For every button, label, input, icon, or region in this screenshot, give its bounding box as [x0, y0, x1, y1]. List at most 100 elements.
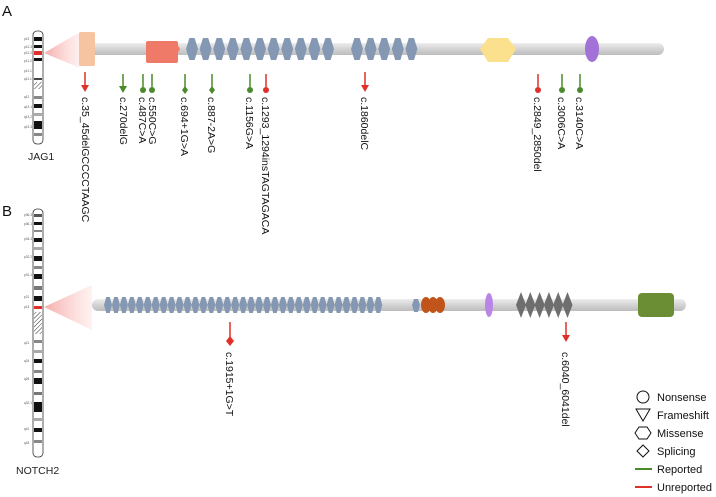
egf-repeat: [342, 297, 351, 313]
mutation-label: c.3140C>A: [573, 97, 585, 149]
jag1-mutation-2: c.270delG: [117, 74, 129, 145]
egf-repeat: [104, 297, 112, 313]
egf-repeat: [175, 297, 184, 313]
egf-repeat: [151, 297, 160, 313]
egf-repeat: [294, 38, 307, 60]
notch2-lnr-repeats: [421, 297, 445, 313]
jag1-mutation-6: c.887-2A>G: [205, 74, 217, 153]
egf-repeat: [183, 297, 192, 313]
legend-label: Unreported: [657, 482, 712, 494]
nonsense-marker-icon: [263, 87, 269, 93]
egf-repeat: [286, 297, 295, 313]
jag1-transmembrane-domain: [585, 36, 599, 62]
egf-repeat: [267, 38, 280, 60]
jag1-mutation-12: c.3140C>A: [573, 74, 585, 149]
notch2-ankyrin-repeats: [516, 292, 573, 318]
egf-repeat: [278, 297, 287, 313]
legend: Nonsense Frameshift Missense Splicing Re…: [634, 390, 712, 494]
egf-repeat: [159, 297, 168, 313]
svg-text:q21: q21: [24, 341, 30, 345]
egf-repeat: [199, 38, 212, 60]
egf-repeat: [191, 297, 200, 313]
diamond-icon: [636, 444, 650, 458]
mutation-label: c.1915+1G>T: [223, 352, 235, 417]
ankyrin-repeat: [562, 292, 573, 318]
egf-repeat: [263, 297, 271, 313]
egf-repeat: [119, 297, 128, 313]
egf-repeat: [247, 297, 256, 313]
jag1-mutation-9: c.1860delC: [358, 72, 370, 151]
egf-repeat: [207, 297, 216, 313]
egf-repeat: [255, 297, 264, 313]
legend-item-missense: Missense: [634, 426, 703, 440]
egf-repeat: [167, 297, 176, 313]
legend-item-splicing: Splicing: [636, 444, 696, 458]
egf-repeat: [318, 297, 327, 313]
jag1-zoom-wedge: [44, 32, 80, 68]
egf-repeat: [231, 297, 240, 313]
egf-repeat: [135, 297, 144, 313]
egf-repeat: [350, 297, 359, 313]
notch2-egf-repeats: [104, 297, 383, 313]
egf-repeat: [310, 297, 319, 313]
egf-repeat: [186, 38, 198, 60]
notch2-egf-repeat-extra: [412, 299, 420, 312]
notch2-transmembrane-domain: [485, 293, 493, 317]
legend-item-frameshift: Frameshift: [635, 408, 709, 422]
egf-repeat: [127, 297, 136, 313]
notch2-pest-domain: [638, 293, 674, 317]
svg-text:p12.2: p12.2: [24, 51, 32, 55]
mutation-label: c.1293_1294insTAGTAGACA: [259, 97, 271, 234]
mutation-label: c.270delG: [117, 97, 129, 145]
egf-repeat: [270, 297, 279, 313]
ankyrin-repeat: [534, 292, 545, 318]
egf-repeat: [378, 38, 391, 60]
mutation-label: c.487C>A: [136, 97, 148, 143]
jag1-mutation-1: c.35_45delGCCCCTAAGC: [79, 72, 91, 223]
notch2-chromosome-ideogram: p36.3 p36.1 p34.3 p32.2 p31.1 p21 p13 q2…: [24, 208, 44, 458]
nonsense-marker-icon: [577, 87, 583, 93]
egf-repeat: [326, 297, 335, 313]
egf-repeat: [294, 297, 303, 313]
egf-repeat: [215, 297, 224, 313]
mutation-label: c.6040_6041del: [559, 352, 571, 427]
nonsense-marker-icon: [149, 87, 155, 93]
egf-repeat: [366, 297, 375, 313]
egf-repeat: [364, 38, 377, 60]
hexagon-icon: [634, 426, 652, 440]
frameshift-marker-icon: [81, 85, 89, 92]
notch2-zoom-wedge: [44, 285, 92, 330]
mutation-label: c.887-2A>G: [205, 97, 217, 153]
svg-text:p13: p13: [24, 37, 30, 41]
svg-text:p36.1: p36.1: [24, 222, 32, 226]
egf-repeat: [358, 297, 367, 313]
legend-label: Splicing: [657, 446, 696, 458]
svg-text:p32.2: p32.2: [24, 255, 32, 259]
mutation-label: c.550C>G: [146, 97, 158, 145]
egf-repeat: [405, 38, 418, 60]
svg-text:q13.3: q13.3: [24, 125, 32, 129]
mutation-label: c.694+1G>A: [178, 97, 190, 156]
egf-repeat: [239, 297, 248, 313]
svg-text:p34.3: p34.3: [24, 237, 32, 241]
svg-text:p31.1: p31.1: [24, 273, 32, 277]
legend-label: Reported: [657, 464, 702, 476]
jag1-mutation-3: c.487C>A: [136, 74, 148, 143]
circle-icon: [636, 390, 650, 404]
notch2-gene-label: NOTCH2: [16, 465, 59, 477]
svg-text:q43: q43: [24, 441, 30, 445]
notch2-mutation-1: c.1915+1G>T: [223, 322, 235, 417]
egf-repeat: [223, 297, 232, 313]
svg-text:q12: q12: [24, 95, 30, 99]
svg-text:q24: q24: [24, 359, 30, 363]
egf-repeat: [143, 297, 152, 313]
egf-repeat: [281, 38, 294, 60]
ankyrin-repeat: [553, 292, 564, 318]
mutation-label: c.35_45delGCCCCTAAGC: [79, 97, 91, 223]
nonsense-marker-icon: [247, 87, 253, 93]
jag1-mutation-5: c.694+1G>A: [178, 74, 190, 156]
jag1-mnnl-domain: [79, 32, 95, 66]
egf-repeat: [240, 38, 253, 60]
svg-text:q41: q41: [24, 427, 30, 431]
